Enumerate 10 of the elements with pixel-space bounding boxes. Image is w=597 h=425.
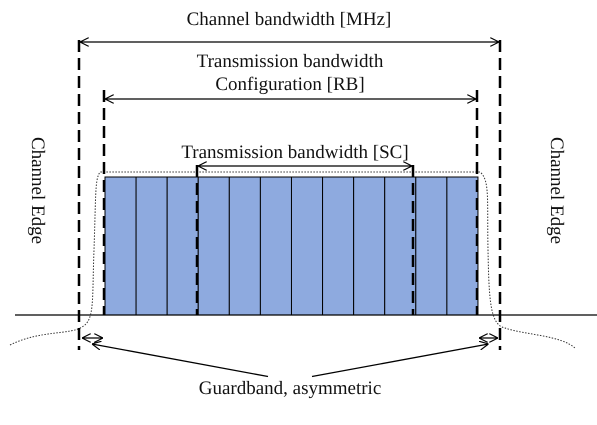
guardband-dimension-arrow: [80, 333, 104, 343]
dimension-label: Channel bandwidth [MHz]: [186, 8, 392, 31]
dimension-label: Transmission bandwidth Configuration [RB]: [196, 50, 384, 96]
guardband-label: Guardband, asymmetric: [198, 376, 382, 400]
channel-edge-label: Channel Edge: [26, 136, 50, 244]
leader-line: [91, 340, 268, 378]
guardband-dimension-arrow: [478, 333, 499, 343]
dimension-label: Transmission bandwidth [SC]: [181, 141, 409, 164]
channel-edge-label: Channel Edge: [546, 136, 568, 244]
leader-line: [312, 340, 490, 378]
